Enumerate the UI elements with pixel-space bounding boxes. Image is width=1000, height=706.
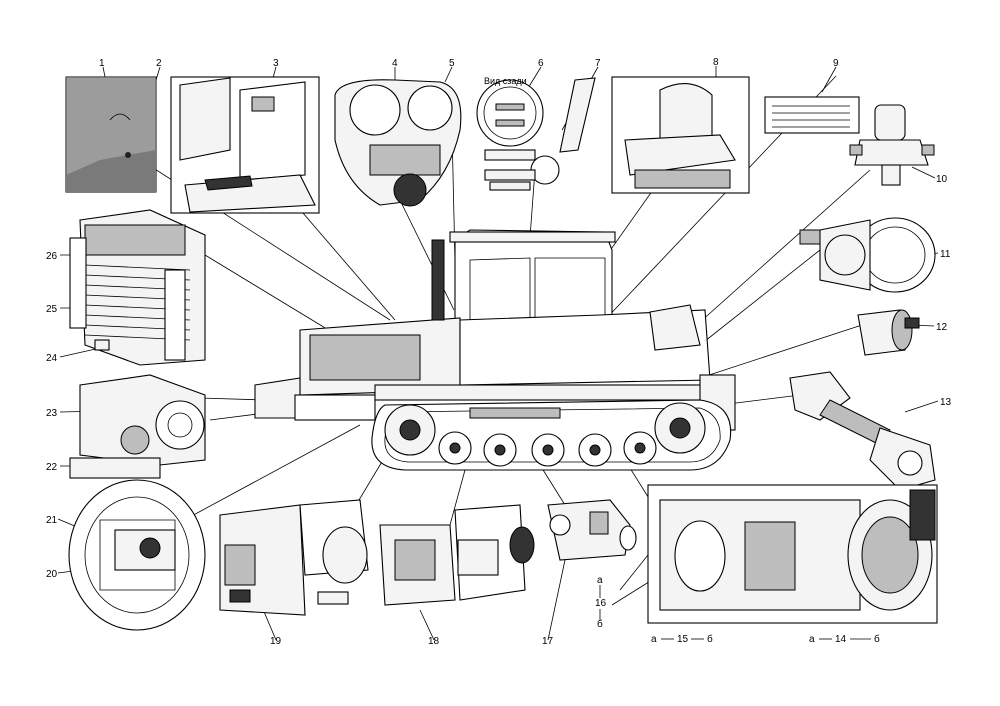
inset-instrument-cluster [334, 79, 462, 207]
inset-battery-photo [65, 76, 157, 193]
marker-b-15: б [707, 633, 713, 645]
marker-b-16: б [597, 618, 603, 630]
callout-19: 19 [270, 636, 282, 647]
part-preheater [219, 499, 369, 616]
callout-26: 26 [46, 251, 58, 262]
callout-16: 16 [595, 598, 607, 609]
part-radiator [69, 209, 206, 366]
tractor-main [254, 229, 736, 471]
callout-9: 9 [833, 58, 839, 69]
callout-numbers: 1 2 3 4 5 6 7 8 9 10 11 12 13 14 15 16 1… [46, 57, 952, 647]
callout-21: 21 [46, 515, 58, 526]
callout-1: 1 [99, 58, 105, 69]
callout-7: 7 [595, 58, 601, 69]
callout-20: 20 [46, 569, 58, 580]
inset-rear-view-gauge: Вид сзади [476, 76, 544, 147]
callout-23: 23 [46, 408, 58, 419]
callout-24: 24 [46, 353, 58, 364]
marker-a-15: а [651, 634, 657, 645]
part-nameplate [764, 96, 860, 134]
callout-15: 15 [677, 634, 689, 645]
marker-a-14: а [809, 634, 815, 645]
part-hand-lever [484, 77, 596, 191]
callout-17: 17 [542, 636, 554, 647]
callout-3: 3 [273, 58, 279, 69]
part-idler-wheel [68, 479, 206, 631]
inset-cabin-step [170, 76, 320, 214]
callout-13: 13 [940, 397, 952, 408]
part-brake-chamber [799, 217, 936, 293]
callout-2: 2 [156, 58, 162, 69]
callout-8: 8 [713, 57, 719, 68]
part-air-valve [849, 104, 935, 186]
callout-18: 18 [428, 636, 440, 647]
callout-11: 11 [940, 249, 951, 260]
part-brake-valve [547, 499, 637, 561]
part-driveshaft [789, 371, 936, 491]
inset-transmission [647, 484, 938, 624]
section-markers: а б а б а б [597, 575, 880, 645]
inset-operator-seat [611, 76, 750, 194]
part-solenoid-cylinder [857, 309, 920, 356]
callout-14: 14 [835, 634, 847, 645]
callout-22: 22 [46, 462, 58, 473]
callout-12: 12 [936, 322, 948, 333]
callout-5: 5 [449, 58, 455, 69]
rear-view-label: Вид сзади [484, 76, 527, 86]
callout-6: 6 [538, 58, 544, 69]
callout-4: 4 [392, 58, 398, 69]
marker-a-16: а [597, 575, 603, 586]
part-final-drive [379, 504, 535, 606]
marker-b-14: б [874, 633, 880, 645]
part-pto-housing [69, 374, 206, 479]
callout-10: 10 [936, 174, 948, 185]
callout-25: 25 [46, 304, 58, 315]
